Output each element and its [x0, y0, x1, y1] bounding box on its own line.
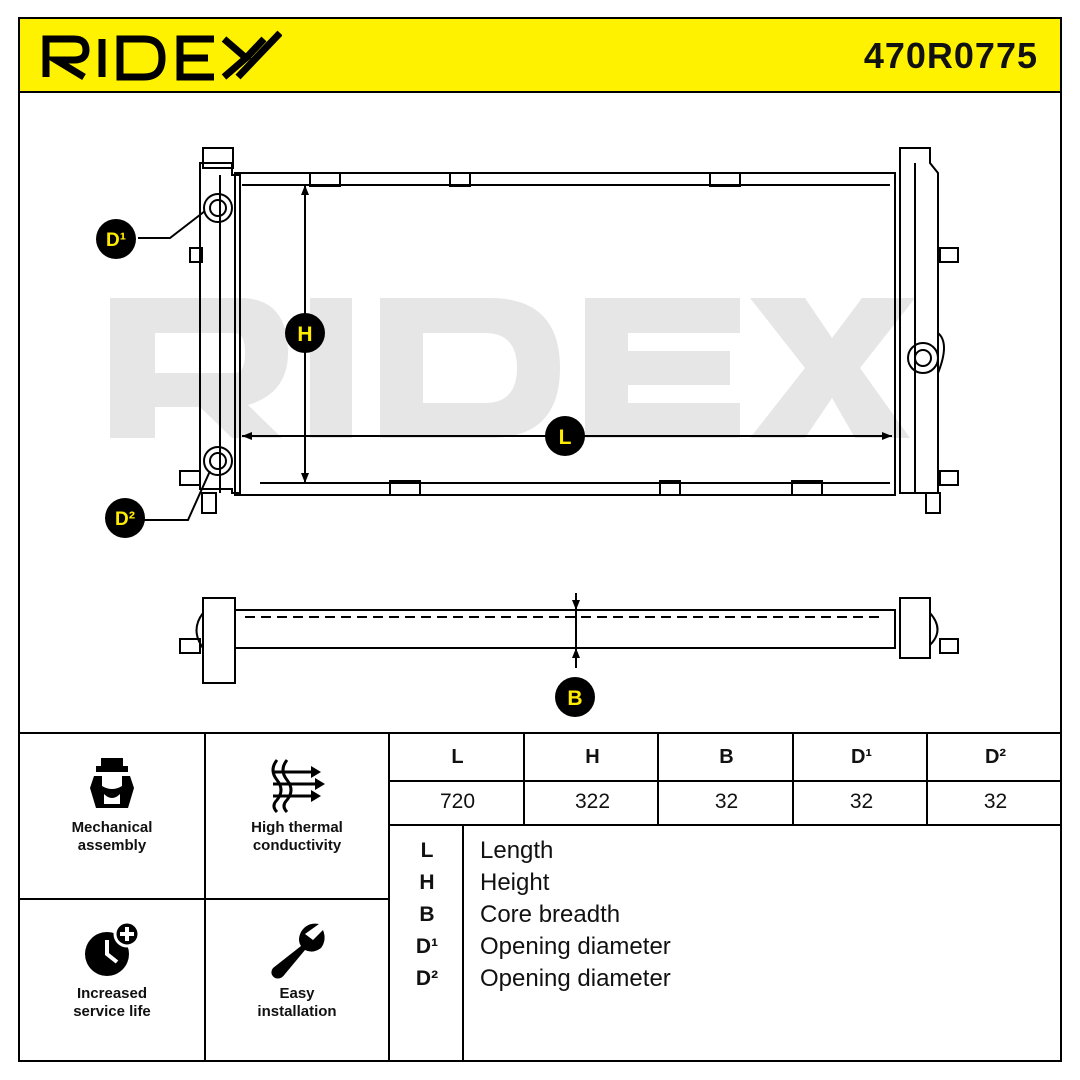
header-bar: 470R0775 [20, 19, 1060, 93]
radiator-drawing: D¹ D² H L B [20, 93, 1060, 736]
watermark-logo [110, 298, 915, 438]
badge-d1: D¹ [96, 219, 136, 259]
badge-h: H [285, 313, 325, 353]
badge-b: B [555, 677, 595, 717]
legend-text-l: Length [480, 837, 554, 864]
badge-l: L [545, 416, 585, 456]
legend-key-l: L [420, 839, 434, 862]
legend-key-d1: D¹ [415, 935, 439, 958]
dim-header-l: L [451, 746, 464, 768]
legend-text-h: Height [480, 869, 550, 896]
dim-value-l: 720 [439, 790, 476, 813]
svg-text:L: L [559, 426, 572, 449]
heat-waves-icon [206, 754, 388, 819]
feature-high-thermal-conductivity: High thermal conductivity [206, 754, 388, 855]
legend-key-h: H [419, 871, 435, 894]
feature-mechanical-assembly: Mechanical assembly [20, 754, 204, 855]
wrench-icon [206, 920, 388, 985]
product-sheet: 470R0775 [18, 17, 1062, 1062]
dim-value-d1: 32 [849, 790, 874, 813]
wrench-hand-icon [20, 754, 204, 819]
dim-header-h: H [585, 746, 600, 768]
dim-header-d2: D² [984, 746, 1007, 768]
clock-plus-icon [20, 920, 204, 985]
spec-grid: Mechanical assembly High [20, 732, 1060, 1062]
dim-header-b: B [719, 746, 734, 768]
legend-text-d1: Opening diameter [480, 933, 671, 960]
svg-text:B: B [567, 687, 582, 710]
legend-text-d2: Opening diameter [480, 965, 671, 992]
legend-key-d2: D² [415, 967, 439, 990]
ridex-logo [42, 29, 283, 86]
legend-text-b: Core breadth [480, 901, 621, 928]
dim-header-d1: D¹ [850, 746, 873, 768]
svg-text:D²: D² [115, 509, 135, 530]
legend-key-b: B [419, 903, 435, 926]
feature-easy-installation: Easy installation [206, 920, 388, 1021]
svg-text:D¹: D¹ [106, 230, 126, 251]
badge-d2: D² [105, 498, 145, 538]
dim-value-b: 32 [714, 790, 739, 813]
feature-increased-service-life: Increased service life [20, 920, 204, 1021]
part-number: 470R0775 [863, 35, 1038, 76]
dim-value-h: 322 [574, 790, 611, 813]
svg-text:H: H [297, 323, 312, 346]
dim-value-d2: 32 [983, 790, 1008, 813]
